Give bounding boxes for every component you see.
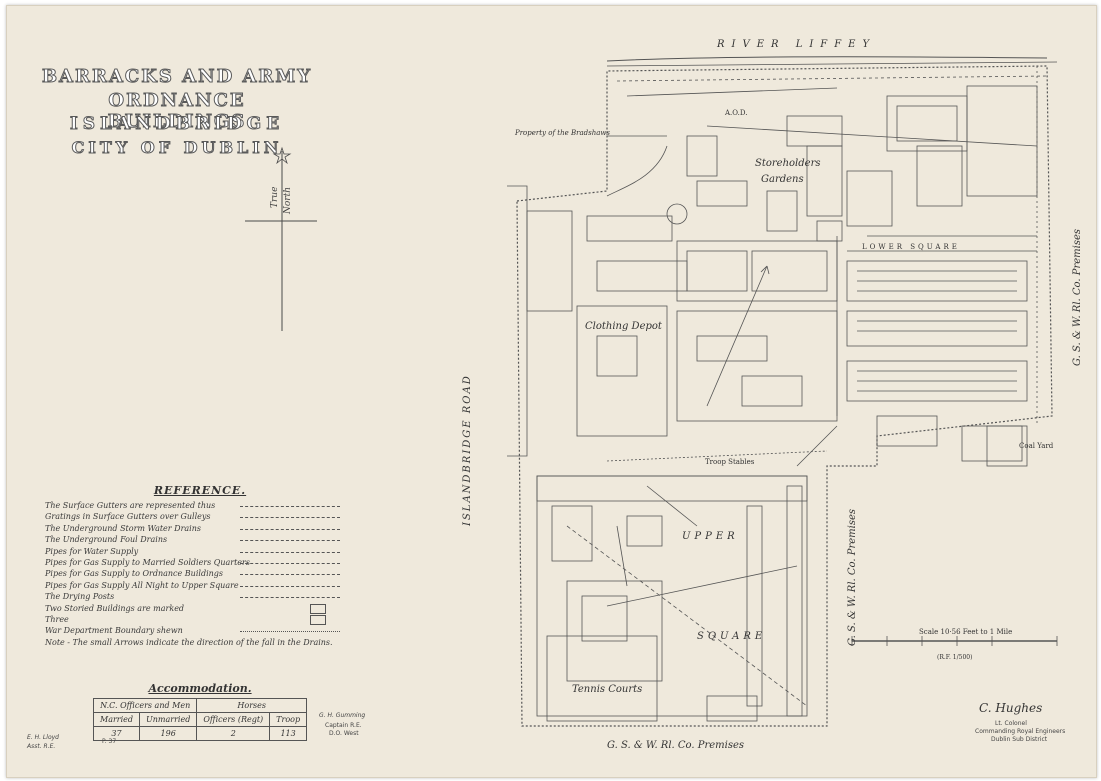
reference-row: Gratings in Surface Gutters over Gulleys [45, 512, 355, 523]
signature-mid-sub1: Captain R.E. [325, 722, 362, 729]
signature-right: C. Hughes [979, 701, 1043, 715]
reference-row: Pipes for Water Supply [45, 547, 355, 558]
site-plan [507, 56, 1058, 727]
label-coal: Coal Yard [1019, 442, 1054, 450]
label-gardens: Gardens [761, 174, 804, 185]
reference-legend: REFERENCE. The Surface Gutters are repre… [45, 484, 355, 649]
reference-row: Pipes for Gas Supply to Married Soldiers… [45, 558, 355, 569]
reference-row: Pipes for Gas Supply All Night to Upper … [45, 581, 355, 592]
reference-row: The Underground Foul Drains [45, 535, 355, 546]
label-square: SQUARE [697, 631, 767, 642]
title-line-2: ORDNANCE BUILDINGS [107, 90, 247, 133]
label-upper: UPPER [682, 531, 739, 542]
label-rf: (R.F. 1/500) [937, 654, 973, 661]
title-line-1: BARRACKS AND ARMY [41, 66, 313, 88]
reference-title: REFERENCE. [153, 484, 247, 497]
signature-left-name: E. H. Lloyd [27, 734, 59, 741]
signature-mid-name: G. H. Gumming [319, 712, 366, 719]
label-storeholders: Storeholders [755, 158, 821, 169]
signature-right-sub2: Commanding Royal Engineers [975, 728, 1066, 735]
accommodation-title: Accommodation. [148, 682, 252, 695]
label-tennis: Tennis Courts [572, 684, 643, 695]
label-aod: A.O.D. [725, 109, 748, 117]
label-premises-right: G. S. & W. Rl. Co. Premises [1072, 228, 1083, 366]
north-arrow-icon [245, 146, 317, 331]
label-lower-square: LOWER SQUARE [862, 243, 960, 251]
signature-left-sub: Asst. R.E. [27, 743, 56, 750]
accommodation-value: 196 [139, 726, 198, 741]
sheet-number: P. 37 [102, 738, 117, 745]
reference-row: Note - The small Arrows indicate the dir… [45, 637, 333, 647]
map-sheet: BARRACKS AND ARMY ORDNANCE BUILDINGS ISL… [6, 5, 1097, 778]
reference-row: The Drying Posts [45, 592, 355, 603]
label-clothing: Clothing Depot [585, 321, 662, 332]
accommodation-header: Troop [269, 712, 308, 727]
signature-right-sub3: Dublin Sub District [991, 736, 1048, 743]
label-premises-mid: G. S. & W. Rl. Co. Premises [847, 508, 858, 646]
signature-mid-sub2: D.O. West [329, 730, 359, 737]
reference-row: The Underground Storm Water Drains [45, 524, 355, 535]
signature-right-sub1: Lt. Colonel [995, 720, 1027, 727]
label-premises-bottom: G. S. & W. Rl. Co. Premises [607, 740, 745, 751]
title-line-3: ISLANDBRIDGE [69, 114, 285, 135]
title-line-4: CITY OF DUBLIN [71, 138, 283, 158]
reference-row: The Surface Gutters are represented thus [45, 501, 355, 512]
reference-row: War Department Boundary shewn [45, 626, 355, 637]
label-scale: Scale 10·56 Feet to 1 Mile [919, 628, 1013, 636]
label-road: ISLANDBRIDGE ROAD [462, 374, 473, 526]
label-river: RIVER LIFFEY [717, 39, 877, 50]
reference-row: Pipes for Gas Supply to Ordnance Buildin… [45, 569, 355, 580]
reference-row: Three [45, 614, 355, 626]
accommodation-table: Accommodation. N.C. Officers and Men Hor… [92, 682, 308, 741]
accommodation-value: 113 [269, 726, 308, 741]
label-stables: Troop Stables [705, 458, 755, 466]
label-property: Property of the Bradshaws [515, 129, 610, 137]
reference-row: Two Storied Buildings are marked [45, 603, 355, 615]
